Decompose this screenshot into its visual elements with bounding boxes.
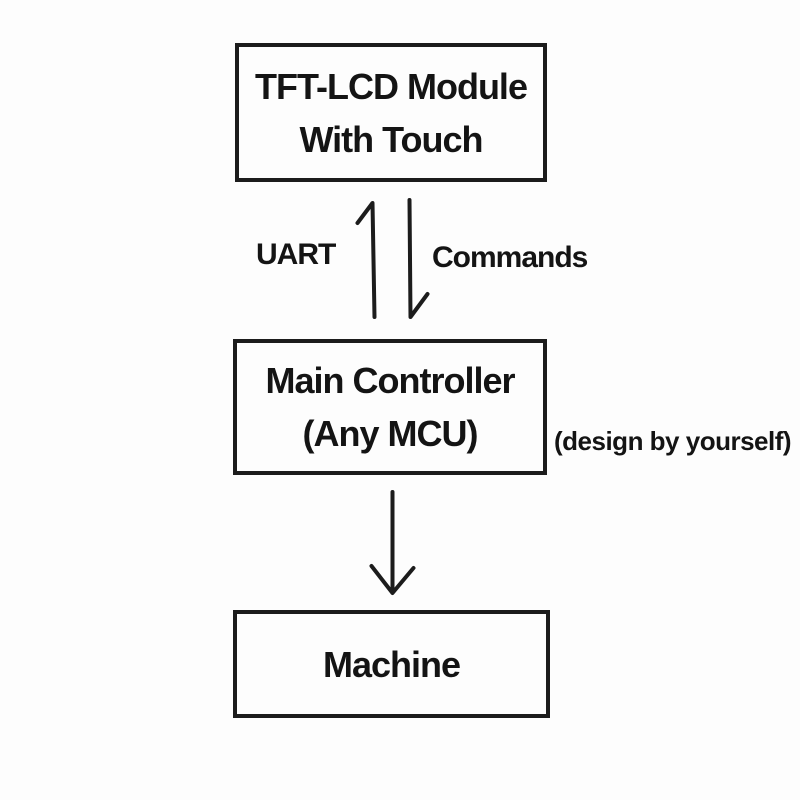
commands-edge-label: Commands [432, 241, 588, 274]
node-tft-lcd-module-label-line1: TFT-LCD Module [255, 65, 528, 107]
design-by-yourself-annotation: (design by yourself) [554, 426, 792, 456]
controller-to-machine-arrow [369, 490, 416, 595]
node-machine: Machine [233, 610, 550, 718]
uart-edge-label: UART [256, 238, 336, 271]
node-main-controller-label-line1: Main Controller [265, 360, 515, 401]
node-tft-lcd-module-label-line2: With Touch [299, 118, 484, 160]
commands-down-arrow [407, 198, 430, 319]
node-tft-lcd-module: TFT-LCD Module With Touch [235, 43, 547, 182]
uart-up-arrow [355, 201, 377, 319]
node-main-controller: Main Controller (Any MCU) [233, 339, 547, 475]
node-machine-label-line1: Machine [322, 643, 461, 685]
node-main-controller-label-line2: (Any MCU) [302, 413, 479, 454]
